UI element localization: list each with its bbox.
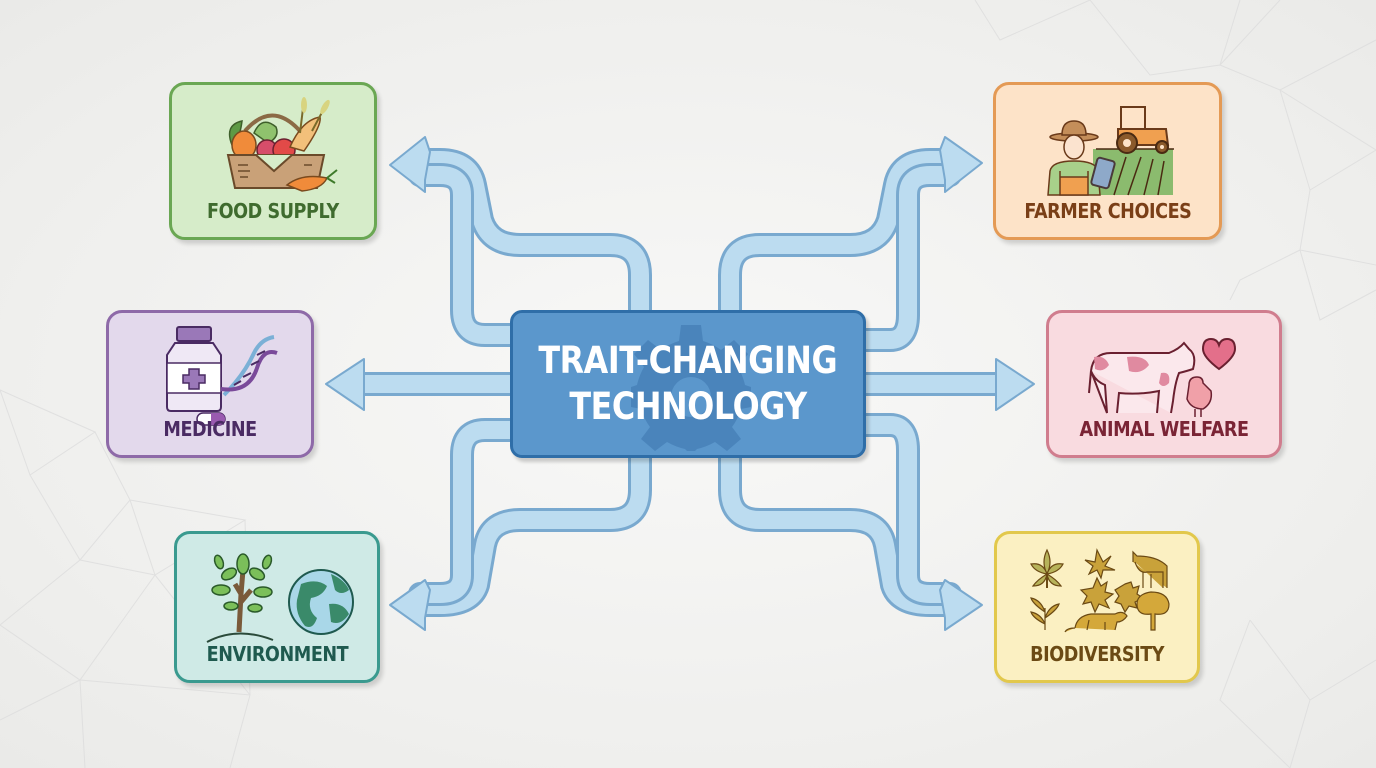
node-label: BIODIVERSITY xyxy=(1030,642,1164,666)
node-biodiversity: BIODIVERSITY xyxy=(994,531,1200,683)
tree-globe-icon xyxy=(206,553,354,643)
medicine-dna-icon xyxy=(166,326,278,426)
node-label: FARMER CHOICES xyxy=(1023,199,1192,223)
arrow-to-biodiversity xyxy=(718,413,983,631)
node-food-supply: FOOD SUPPLY xyxy=(169,82,377,240)
node-label: ENVIRONMENT xyxy=(206,642,348,666)
node-medicine: MEDICINE xyxy=(106,310,314,458)
arrow-to-environment xyxy=(389,418,652,631)
node-label: ANIMAL WELFARE xyxy=(1079,417,1249,441)
central-title-line-1: TRAIT-CHANGING xyxy=(538,339,838,382)
node-label: MEDICINE xyxy=(163,417,257,441)
central-node-trait-changing-technology: TRAIT-CHANGING TECHNOLOGY xyxy=(510,310,866,458)
arrow-to-animal-welfare xyxy=(852,358,1035,411)
arrow-to-food-supply xyxy=(389,136,652,347)
arrow-to-medicine xyxy=(325,358,524,411)
flora-fauna-icon xyxy=(1030,548,1170,633)
node-label: FOOD SUPPLY xyxy=(207,199,339,223)
node-animal-welfare: ANIMAL WELFARE xyxy=(1046,310,1282,458)
node-farmer-choices: FARMER CHOICES xyxy=(993,82,1222,240)
central-title-line-2: TECHNOLOGY xyxy=(569,385,807,428)
connector-arrows xyxy=(325,136,1035,631)
node-environment: ENVIRONMENT xyxy=(174,531,380,683)
basket-icon xyxy=(226,97,338,192)
arrow-to-farmer-choices xyxy=(718,136,983,352)
farmer-tractor-icon xyxy=(1047,106,1174,196)
animals-heart-icon xyxy=(1088,337,1237,417)
gear-icon xyxy=(631,325,751,451)
